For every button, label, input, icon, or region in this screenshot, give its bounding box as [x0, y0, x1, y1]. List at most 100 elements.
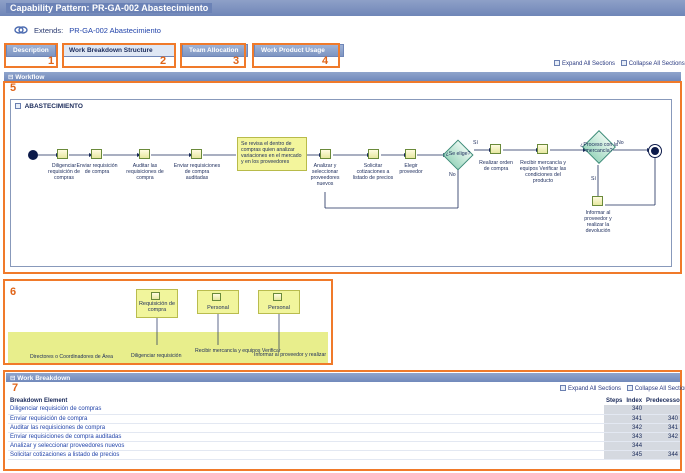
activity-icon[interactable] — [191, 149, 202, 159]
column-header[interactable]: Steps — [606, 397, 623, 404]
activity-icon[interactable] — [91, 149, 102, 159]
table-row: Auditar las requisiciones de compra 342 … — [8, 423, 680, 433]
table-row: Diligenciar requisición de compras 340 — [8, 405, 680, 415]
activity-label: Diligenciar requisición de compras — [47, 163, 80, 181]
collapse-icon — [15, 103, 21, 110]
breakdown-element-link[interactable]: Enviar requisiciones de compra auditadas — [8, 432, 605, 442]
activity-icon[interactable] — [405, 149, 416, 159]
expand-icon — [560, 385, 566, 391]
column-header[interactable]: Predecessors — [646, 397, 680, 404]
collapse-icon — [620, 60, 627, 66]
role-icon — [273, 293, 282, 301]
expand-collapse-top: Expand All Sections Collapse All Section… — [550, 60, 685, 67]
activity-icon[interactable] — [320, 149, 331, 159]
collapse-all-bottom[interactable]: Collapse All Sections — [626, 385, 685, 392]
callout-box-3 — [180, 43, 246, 68]
steps-cell — [604, 432, 625, 442]
breakdown-element-link[interactable]: Solicitar cotizaciones a listado de prec… — [8, 450, 605, 460]
role-icon — [212, 293, 221, 301]
predecessors-cell: 344 — [644, 450, 680, 460]
section-toggle-icon: ⊟ — [8, 74, 14, 81]
predecessors-cell: 340 — [644, 414, 680, 424]
work-breakdown-table: Breakdown Element Steps Index Predecesso… — [8, 396, 680, 460]
index-cell: 343 — [624, 432, 645, 442]
expand-collapse-bottom: Expand All Sections Collapse All Section… — [556, 385, 685, 392]
expand-icon — [554, 60, 560, 66]
workflow-section-header[interactable]: ⊟ Workflow — [4, 72, 681, 81]
decision-label: ¿Se elige? — [445, 151, 471, 157]
callout-box-1 — [4, 43, 58, 68]
index-cell: 344 — [624, 441, 645, 451]
extends-link[interactable]: PR-GA-002 Abastecimiento — [69, 25, 161, 35]
decision-yes-label: Sí — [473, 140, 478, 146]
callout-box-5 — [3, 81, 682, 274]
collapse-all-top[interactable]: Collapse All Sections — [620, 60, 685, 67]
extends-label: Extends: — [34, 25, 64, 35]
predecessors-cell: 341 — [644, 423, 680, 433]
activity-icon[interactable] — [57, 149, 68, 159]
diagram-title: ABASTECIMIENTO — [15, 103, 83, 110]
section6-label: Recibir mercancía y equipos Verificar — [195, 348, 281, 354]
expand-all-bottom[interactable]: Expand All Sections — [560, 385, 621, 392]
predecessors-cell — [644, 405, 680, 415]
steps-cell — [604, 414, 625, 424]
work-breakdown-section-header[interactable]: ⊟ Work Breakdown — [6, 373, 680, 382]
column-header[interactable]: Index — [626, 397, 643, 404]
workflow-diagram: ABASTECIMIENTO — [10, 99, 672, 267]
index-cell: 340 — [624, 405, 645, 415]
extends-row: Extends: PR-GA-002 Abastecimiento — [14, 25, 161, 35]
column-header[interactable]: Breakdown Element — [10, 397, 68, 404]
activity-icon[interactable] — [490, 144, 501, 154]
callout-number-3: 3 — [233, 55, 240, 67]
index-cell: 342 — [624, 423, 645, 433]
collapse-icon — [626, 385, 633, 391]
callout-number-1: 1 — [48, 55, 55, 67]
decision-no-label: No — [449, 172, 456, 178]
callout-number-6: 6 — [10, 286, 17, 298]
table-row: Solicitar cotizaciones a listado de prec… — [8, 450, 680, 460]
callout-number-4: 4 — [322, 55, 329, 67]
breakdown-element-link[interactable]: Analizar y seleccionar proveedores nuevo… — [8, 441, 605, 451]
section6-connectors — [156, 314, 280, 349]
activity-label: Auditar las requisiciones de compra — [126, 163, 164, 181]
section-toggle-icon: ⊟ — [10, 375, 16, 382]
decision-yes-label: Sí — [591, 176, 596, 182]
steps-cell — [604, 405, 625, 415]
callout-box-7 — [3, 370, 682, 471]
workflow-note: Se revisa el dentro de compras quien ana… — [237, 137, 307, 171]
steps-cell — [604, 423, 625, 433]
activity-label: Enviar requisición de compra — [76, 163, 118, 175]
activity-label: Recibir mercancía y equipos Verificar la… — [519, 160, 567, 184]
index-cell: 341 — [624, 414, 645, 424]
activity-icon[interactable] — [537, 144, 548, 154]
breakdown-element-link[interactable]: Auditar las requisiciones de compra — [8, 423, 605, 433]
activity-label: Elegir proveedor — [399, 163, 423, 175]
index-cell: 345 — [624, 450, 645, 460]
activity-icon[interactable] — [592, 196, 603, 206]
table-row: Enviar requisición de compra 341 340 — [8, 414, 680, 424]
decision-no-label: No — [617, 140, 624, 146]
page-title-bar: Capability Pattern: PR-GA-002 Abastecimi… — [0, 0, 685, 16]
callout-box-2 — [62, 43, 176, 68]
workflow-section-title: Workflow — [15, 74, 45, 81]
expand-all-top[interactable]: Expand All Sections — [554, 60, 615, 67]
pattern-icon — [14, 26, 28, 34]
work-product-icon — [151, 292, 160, 300]
table-row: Analizar y seleccionar proveedores nuevo… — [8, 441, 680, 451]
activity-icon[interactable] — [139, 149, 150, 159]
callout-number-2: 2 — [160, 55, 167, 67]
predecessors-cell — [644, 441, 680, 451]
breakdown-element-link[interactable]: Enviar requisición de compra — [8, 414, 605, 424]
section6-label: Directores o Coordinadores de Área — [30, 354, 114, 360]
end-node — [649, 145, 661, 157]
breakdown-element-link[interactable]: Diligenciar requisición de compras — [8, 405, 605, 415]
work-breakdown-section-title: Work Breakdown — [17, 375, 71, 382]
predecessors-cell: 342 — [644, 432, 680, 442]
steps-cell — [604, 450, 625, 460]
page-title: Capability Pattern: PR-GA-002 Abastecimi… — [6, 3, 213, 13]
activity-icon[interactable] — [368, 149, 379, 159]
decision-label: ¿Proceso con la mercancía? — [580, 142, 618, 154]
section6-label: Informar al proveedor y realizar — [254, 352, 327, 358]
table-row: Enviar requisiciones de compra auditadas… — [8, 432, 680, 442]
activity-label: Informar al proveedor y realizar la devo… — [584, 210, 612, 234]
